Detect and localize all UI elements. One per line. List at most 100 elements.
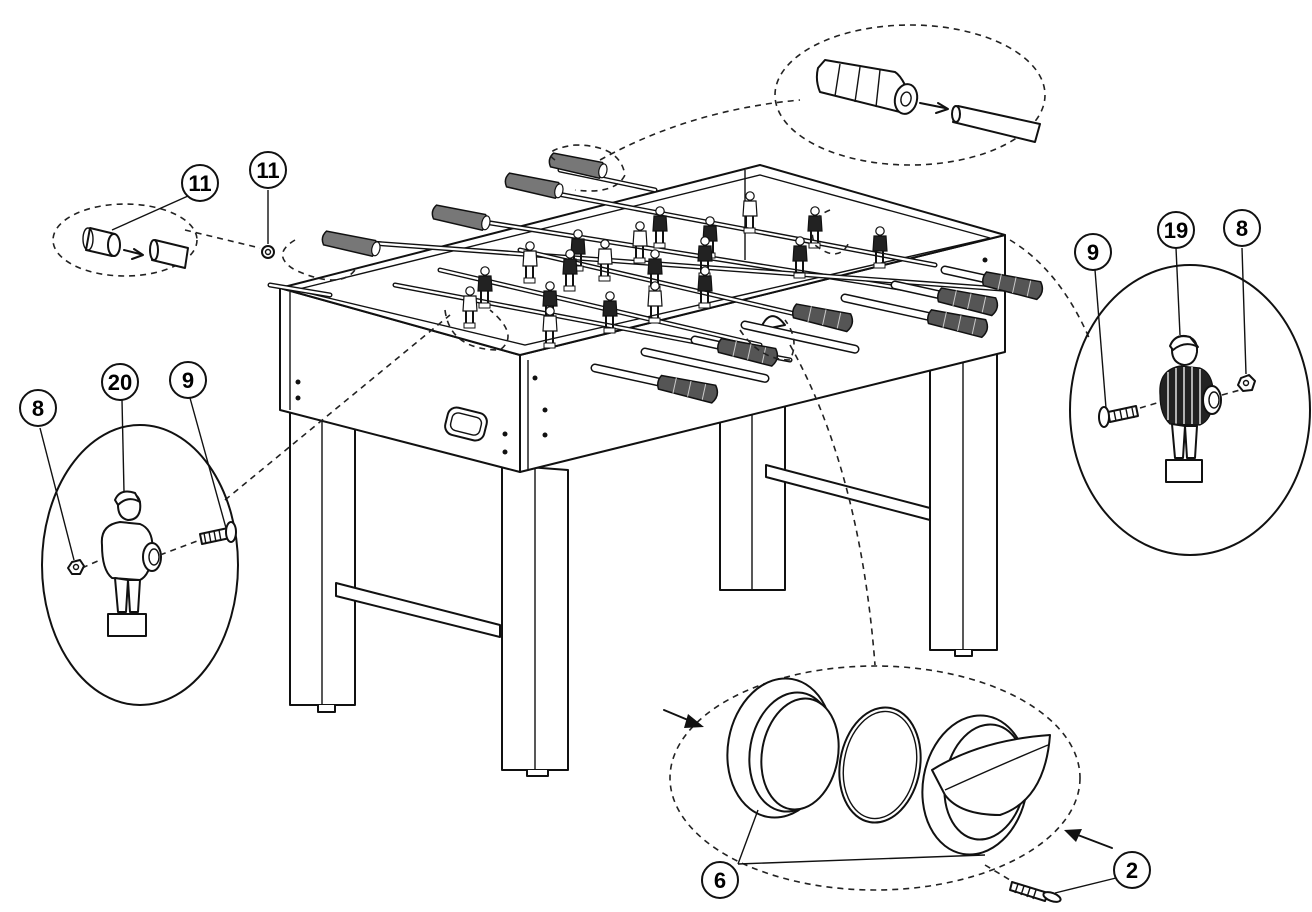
player-figure-icon [872, 226, 888, 269]
callout-20: 20 [101, 363, 139, 401]
player-figure-icon [570, 229, 586, 272]
handle-grip-groove [747, 344, 752, 360]
handle-grip-end [598, 163, 608, 179]
player-head [745, 191, 755, 201]
handle-grip-shape [431, 204, 489, 232]
player-head [545, 281, 555, 291]
player-legs [600, 264, 609, 276]
callout-19-text: 19 [1164, 218, 1188, 243]
player-figure-icon [562, 249, 578, 292]
handle-grip-groove [807, 306, 812, 323]
player-figure-icon [602, 291, 618, 334]
player-body [872, 235, 888, 252]
callout-11-washer: 11 [249, 151, 287, 189]
callout-11-text: 11 [188, 171, 211, 196]
handle-grip-icon [321, 230, 381, 258]
handle-grip-icon [504, 172, 564, 200]
front-rod-fill [642, 349, 768, 382]
callout-9-text: 9 [182, 368, 194, 393]
player-legs [605, 316, 614, 328]
player-body [597, 248, 613, 265]
player-figure-icon [522, 241, 538, 284]
handle-grip-groove [1026, 280, 1032, 297]
handle-grip-groove [672, 377, 677, 394]
player-legs [635, 246, 644, 258]
player-head [810, 206, 820, 216]
rod-bumper-icon [82, 227, 121, 257]
handle-grip-shape [937, 287, 999, 317]
player-head [465, 286, 475, 296]
player-head [705, 216, 715, 226]
player-foot [648, 317, 661, 324]
player-head [565, 249, 575, 259]
player-head [545, 306, 555, 316]
player-foot [793, 272, 806, 279]
player-head [700, 266, 710, 276]
player-rod-highlight [268, 283, 332, 297]
callout-11-text: 11 [256, 158, 279, 183]
player-foot [808, 242, 821, 249]
handle-grip-groove [997, 274, 1002, 290]
player-foot [653, 242, 666, 249]
player-figure-icon [792, 236, 808, 279]
player-legs [525, 266, 534, 278]
callouts: 11 11 8 20 9 9 19 8 [19, 151, 1261, 899]
screw-icon [1009, 881, 1062, 903]
handle-grip-groove [981, 296, 987, 313]
rod-bumper-icon [261, 245, 275, 259]
player-rod-highlight [438, 268, 762, 347]
player-body [647, 290, 663, 307]
handle-grip-end [481, 215, 491, 231]
handle-grip-icon [937, 287, 999, 317]
handle-grip-end [554, 183, 564, 199]
handle-grip-groove [971, 318, 977, 335]
player-figure-icon [597, 239, 613, 282]
player-body [542, 315, 558, 332]
player-rod-highlight [328, 238, 1017, 292]
player-legs [795, 261, 804, 273]
player-legs [545, 331, 554, 343]
callout-9-left: 9 [169, 361, 207, 399]
player-figure-icon [632, 221, 648, 264]
player-head [795, 236, 805, 246]
player-foot [873, 262, 886, 269]
player-body [697, 275, 713, 292]
handle-grip-groove [1012, 277, 1017, 294]
player-head [573, 229, 583, 239]
player-body [742, 200, 758, 217]
handle-grip-groove [967, 293, 972, 310]
handle-grip-shape [927, 309, 989, 339]
player-figure-icon [652, 206, 668, 249]
player-foot [598, 275, 611, 282]
player-body [652, 215, 668, 232]
player-body [462, 295, 478, 312]
player-body [647, 258, 663, 275]
player-head [525, 241, 535, 251]
player-figure-icon [742, 191, 758, 234]
arrow-icon [1064, 829, 1113, 849]
player-figure-icon [462, 286, 478, 329]
handle-grip-shape [657, 374, 719, 404]
player-figure-icon [100, 490, 162, 637]
player-figure-icon [647, 249, 663, 292]
playfield-players [462, 191, 888, 349]
player-body [792, 245, 808, 262]
player-foot [633, 257, 646, 264]
player-legs [655, 231, 664, 243]
callout-8-text: 8 [32, 396, 44, 421]
player-body [602, 300, 618, 317]
player-figure-icon [542, 306, 558, 349]
left-player-detail [41, 424, 239, 706]
callout-6-text: 6 [714, 868, 726, 893]
callout-leaders [39, 190, 1247, 894]
nut-icon [1237, 374, 1256, 392]
screw-icon [199, 521, 237, 545]
handle-detail [774, 24, 1046, 166]
callout-8-text: 8 [1236, 216, 1248, 241]
callout-11-bumper: 11 [181, 164, 219, 202]
ball-cup-detail [663, 665, 1113, 903]
handle-grip-icon [431, 204, 491, 232]
handle-grip-icon [657, 374, 719, 404]
player-foot [743, 227, 756, 234]
player-head [480, 266, 490, 276]
